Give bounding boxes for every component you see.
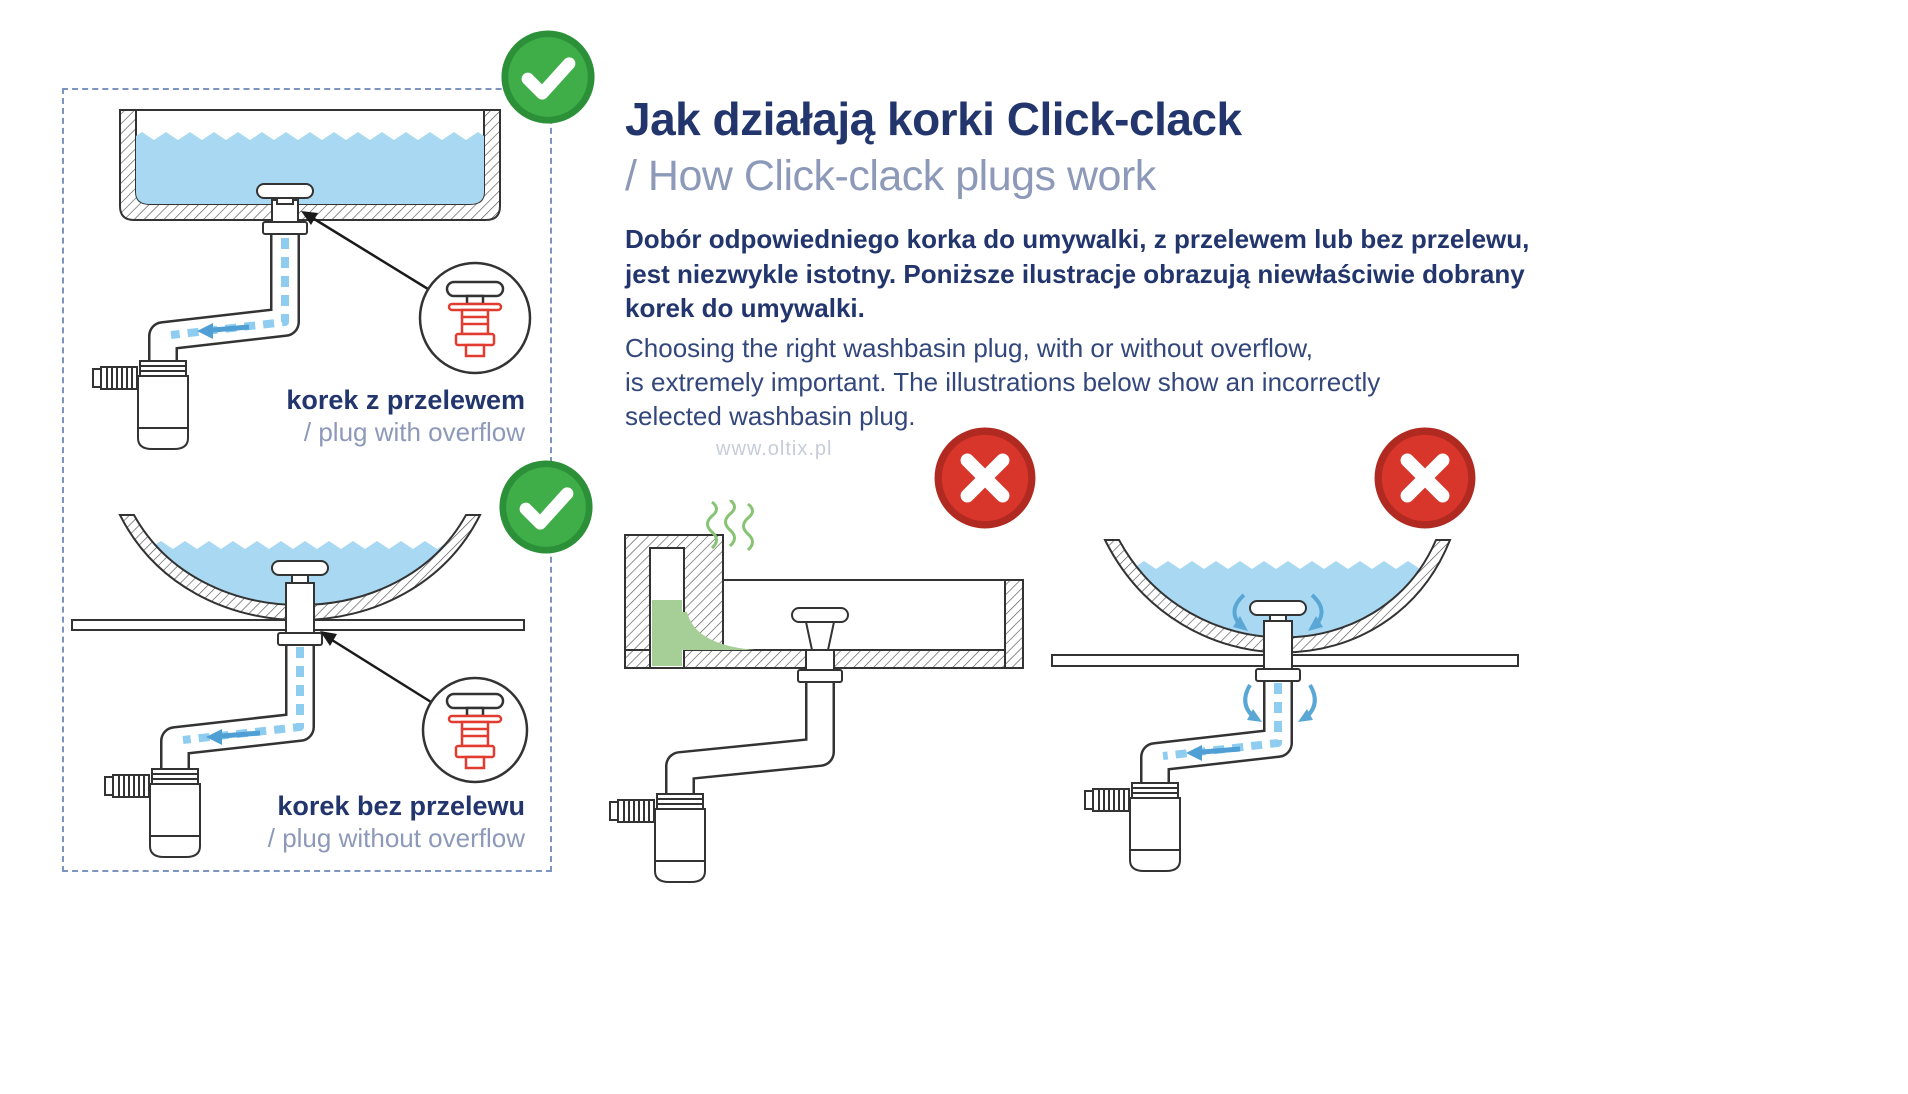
drain-pipe (160, 645, 315, 775)
cross-icon (1373, 426, 1477, 530)
figure2-label-pl: korek bez przelewu (277, 791, 525, 821)
siphon-trap (104, 768, 201, 858)
figure-plug-without-overflow (70, 495, 550, 865)
pointer-arrow (301, 211, 429, 291)
plug (1249, 600, 1307, 682)
basin-with-overflow-illustration (609, 500, 1024, 883)
overflow-residue (652, 600, 755, 666)
intro-polish: Dobór odpowiedniego korka do umywalki, z… (625, 224, 1530, 324)
cross-icon (933, 426, 1037, 530)
plug-body-highlight (447, 714, 503, 770)
water (136, 132, 484, 204)
watermark: www.oltix.pl (716, 438, 833, 460)
washbasin-with-overflow-illustration (92, 109, 532, 450)
figure-wrong-bowl-leaking (1050, 505, 1530, 885)
detail-circle (421, 676, 529, 784)
siphon-trap (92, 360, 189, 450)
flow-arrow (197, 323, 250, 339)
figure1-label-en: / plug with overflow (303, 416, 525, 447)
siphon-trap (609, 793, 706, 883)
page-header: Jak działają korki Click-clack / How Cli… (625, 92, 1242, 201)
figure2-label-en: / plug without overflow (267, 822, 525, 853)
bowl-wall (118, 514, 482, 621)
pointer-arrow (320, 631, 432, 704)
figure1-label-pl: korek z przelewem (286, 385, 525, 415)
drain-pipe (148, 232, 300, 366)
figure-wrong-basin-with-overflow (595, 500, 1045, 900)
leak-arrows (1232, 593, 1324, 722)
flow-arrow (1186, 745, 1241, 761)
basin-cavity (722, 579, 1006, 651)
plug (256, 183, 314, 235)
bowl-wall (1103, 539, 1452, 654)
title-polish: Jak działają korki Click-clack (625, 93, 1242, 145)
overfilled-bowl-illustration (1051, 539, 1519, 872)
figure2-label: korek bez przelewu / plug without overfl… (160, 790, 525, 855)
drain-pipe (665, 682, 835, 800)
check-icon (498, 459, 594, 555)
plug (271, 560, 329, 646)
smell-lines (706, 500, 754, 552)
siphon-trap (1084, 782, 1181, 872)
figure-plug-with-overflow (75, 100, 550, 455)
intro-english: Choosing the right washbasin plug, with … (625, 333, 1381, 431)
vessel-bowl-illustration (71, 514, 529, 858)
detail-circle (418, 261, 532, 375)
plug (791, 607, 849, 683)
title-english: / How Click-clack plugs work (625, 152, 1156, 200)
svg-defs (0, 0, 1, 1)
plug-body-highlight (447, 302, 503, 358)
check-icon (500, 29, 596, 125)
drain-pipe (1140, 681, 1293, 789)
flow-arrow (206, 729, 261, 745)
figure1-label: korek z przelewem / plug with overflow (160, 384, 525, 449)
